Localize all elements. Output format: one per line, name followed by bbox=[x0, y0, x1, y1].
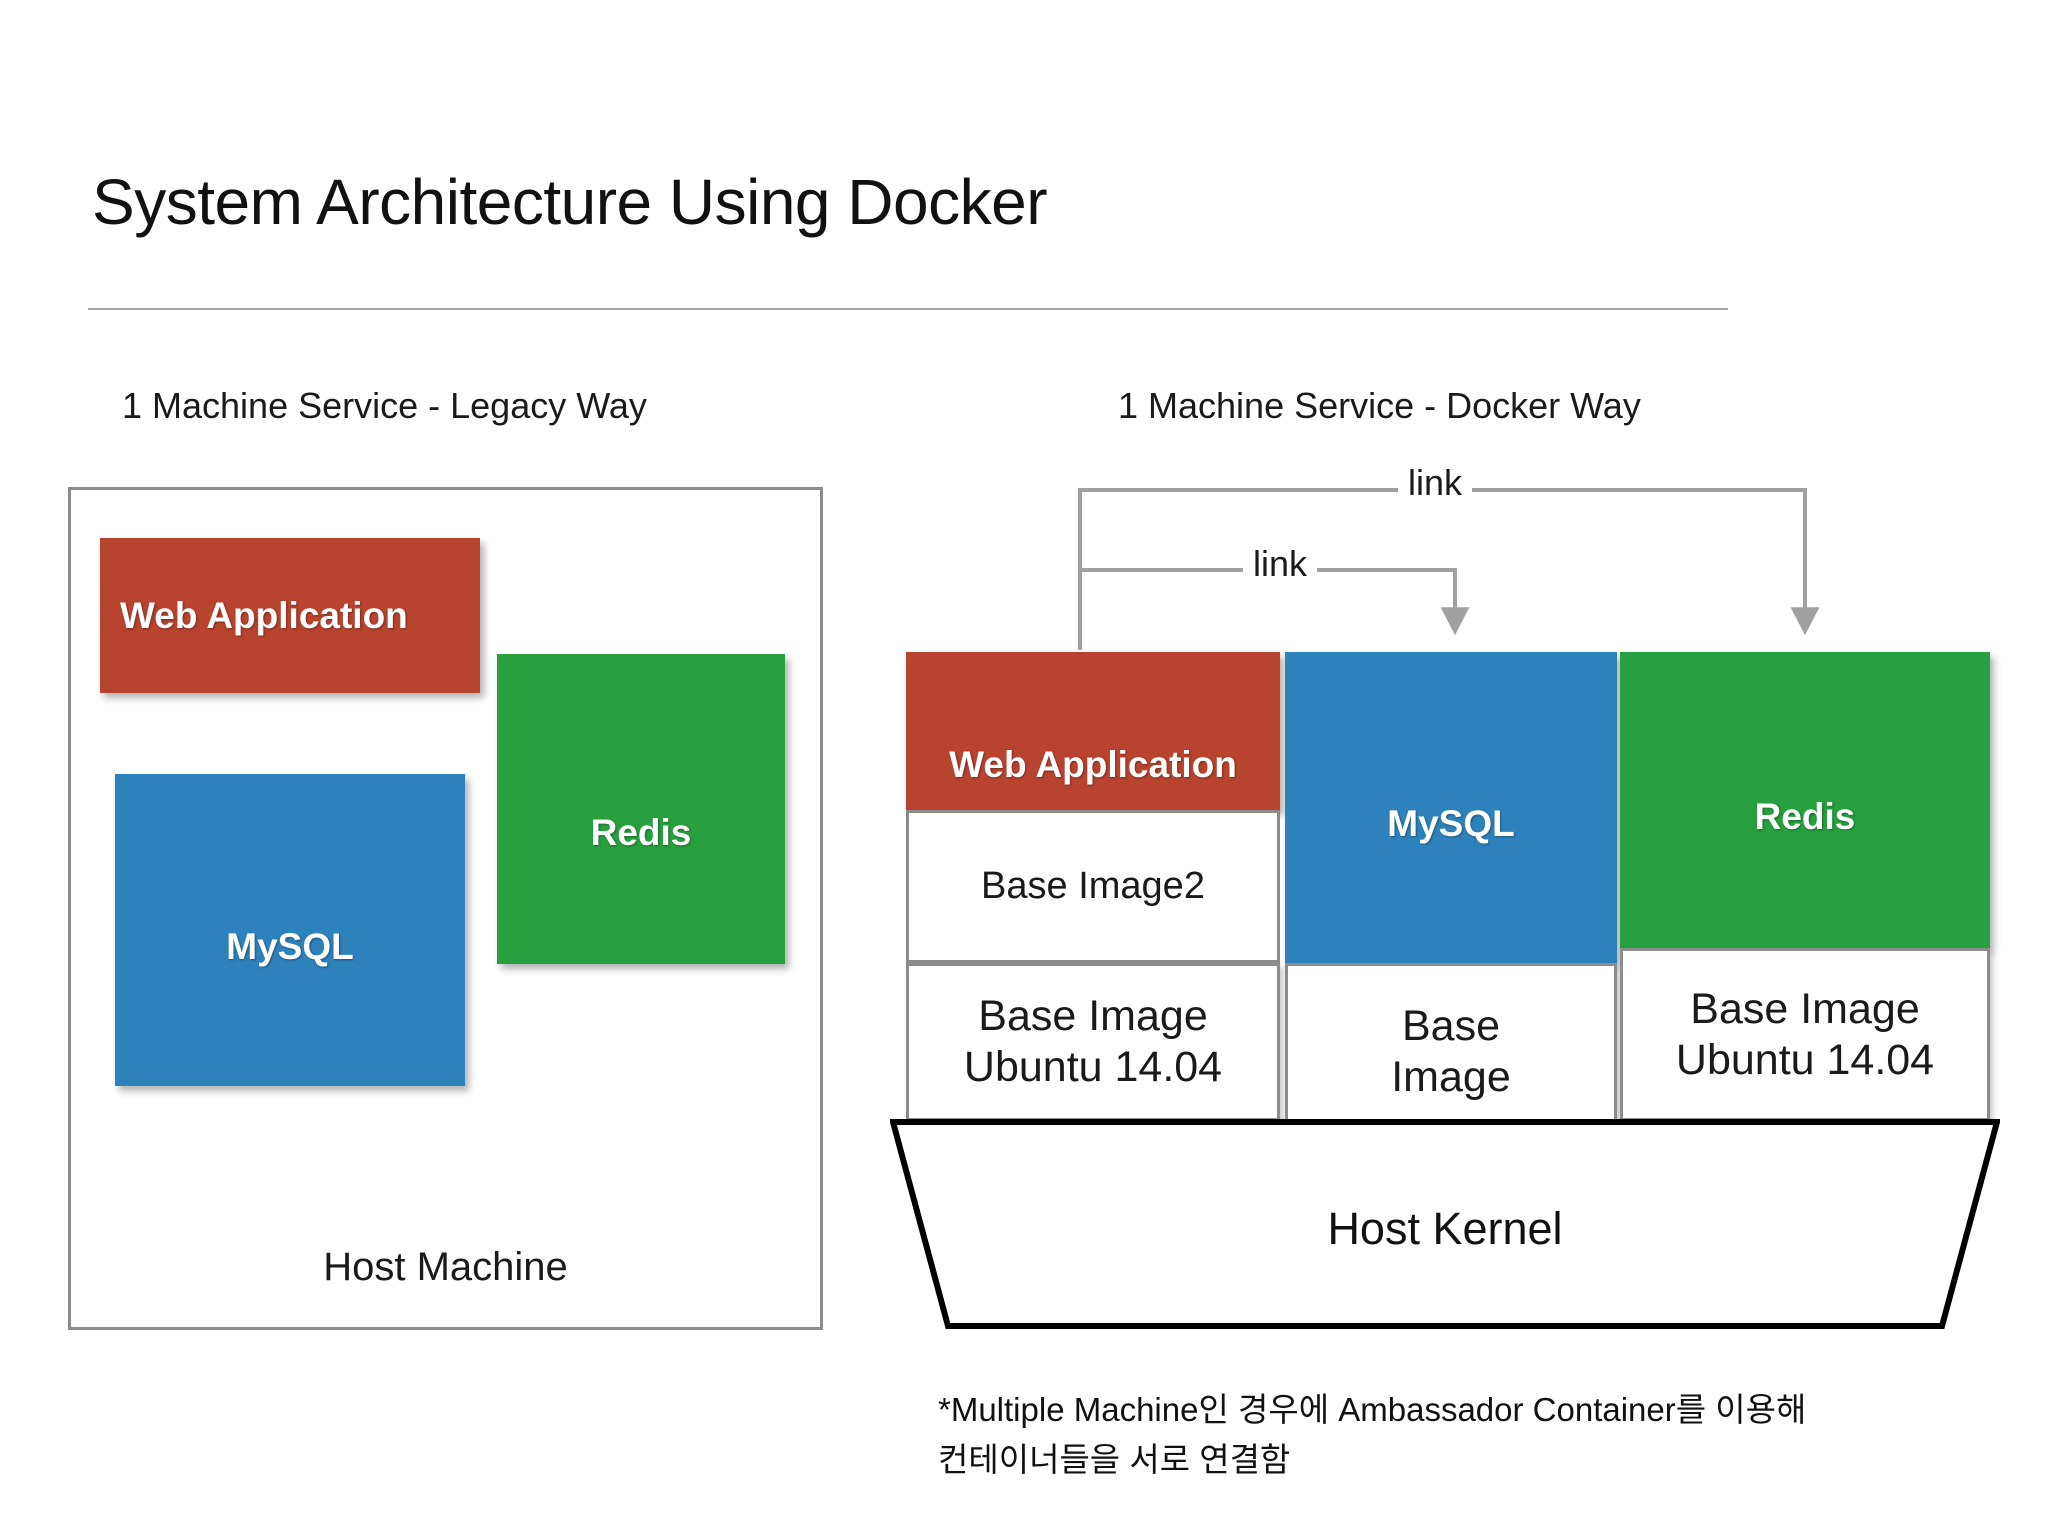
section-caption-legacy: 1 Machine Service - Legacy Way bbox=[122, 385, 647, 426]
layer-box-web-base-image-line1: Base Image bbox=[978, 992, 1208, 1041]
layer-box-web-base-image-text: Base Image Ubuntu 14.04 bbox=[964, 991, 1222, 1092]
footnote-line-2: 컨테이너들을 서로 연결함 bbox=[938, 1440, 1291, 1478]
host-machine-label: Host Machine bbox=[323, 1245, 568, 1289]
layer-box-web-base-image2[interactable]: Base Image2 bbox=[906, 810, 1280, 963]
legacy-block-web-application-label: Web Application bbox=[120, 594, 408, 636]
layer-box-mysql-base-image[interactable]: Base Image bbox=[1285, 963, 1617, 1141]
layer-box-mysql-base-image-line2: Image bbox=[1391, 1053, 1511, 1101]
layer-box-redis-base-image-text: Base Image Ubuntu 14.04 bbox=[1676, 984, 1934, 1085]
title-divider bbox=[88, 308, 1728, 310]
docker-container-mysql-label: MySQL bbox=[1387, 803, 1515, 844]
host-kernel-shape bbox=[890, 1119, 2000, 1329]
footnote-line-1: *Multiple Machine인 경우에 Ambassador Contai… bbox=[938, 1391, 1807, 1428]
footnote: *Multiple Machine인 경우에 Ambassador Contai… bbox=[938, 1385, 1958, 1484]
layer-box-mysql-base-image-text: Base Image bbox=[1391, 1001, 1511, 1102]
legacy-block-mysql[interactable]: MySQL bbox=[115, 774, 465, 1086]
link-label-web-to-redis: link bbox=[1398, 462, 1473, 504]
host-kernel-label: Host Kernel bbox=[1327, 1203, 1563, 1254]
docker-container-redis-label: Redis bbox=[1754, 796, 1856, 837]
legacy-block-web-application[interactable]: Web Application bbox=[100, 538, 480, 693]
layer-box-web-base-image2-label: Base Image2 bbox=[981, 865, 1205, 908]
layer-box-web-base-image-line2: Ubuntu 14.04 bbox=[963, 1043, 1223, 1091]
legacy-block-redis[interactable]: Redis bbox=[497, 654, 785, 964]
layer-box-web-base-image[interactable]: Base Image Ubuntu 14.04 bbox=[906, 963, 1280, 1121]
layer-box-redis-base-image-line1: Base Image bbox=[1690, 984, 1920, 1033]
layer-box-mysql-base-image-line1: Base bbox=[1401, 1002, 1500, 1051]
docker-container-redis[interactable]: Redis bbox=[1620, 652, 1990, 948]
legacy-block-redis-label: Redis bbox=[590, 812, 692, 853]
section-caption-docker: 1 Machine Service - Docker Way bbox=[1118, 385, 1641, 426]
legacy-block-mysql-label: MySQL bbox=[226, 926, 354, 967]
layer-box-redis-base-image[interactable]: Base Image Ubuntu 14.04 bbox=[1620, 948, 1990, 1121]
layer-box-redis-base-image-line2: Ubuntu 14.04 bbox=[1675, 1035, 1935, 1084]
link-label-web-to-mysql: link bbox=[1243, 543, 1318, 585]
docker-container-mysql[interactable]: MySQL bbox=[1285, 652, 1617, 963]
docker-container-web-application-label: Web Application bbox=[949, 744, 1237, 785]
docker-container-web-application[interactable]: Web Application bbox=[906, 652, 1280, 810]
page-title: System Architecture Using Docker bbox=[92, 166, 1048, 238]
